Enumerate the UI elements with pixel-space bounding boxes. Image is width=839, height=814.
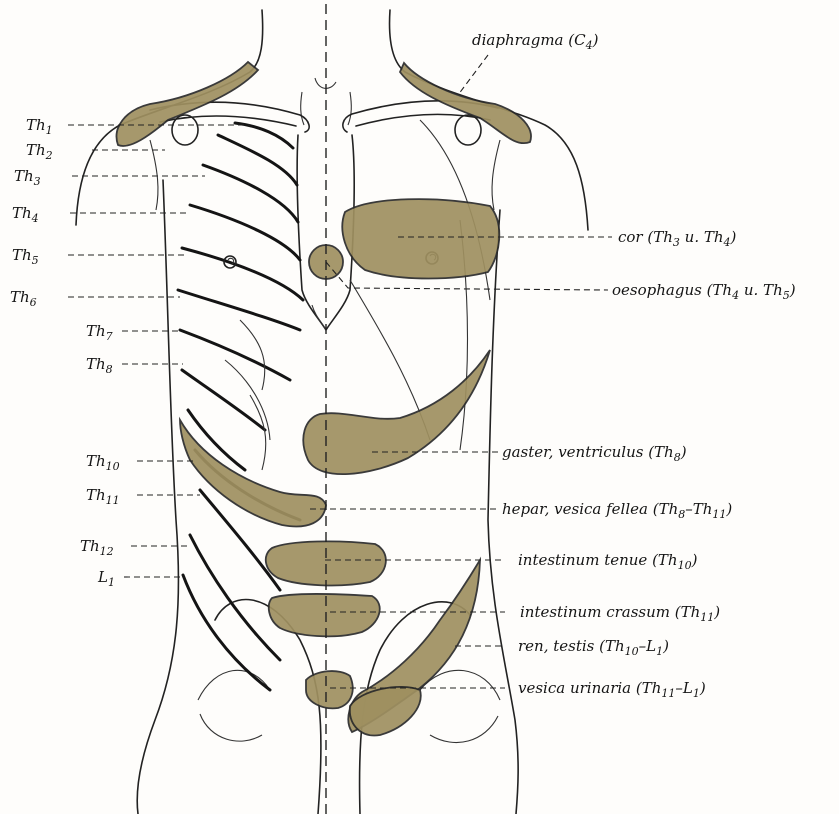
left-labels: Th1 Th2 Th3 Th4 Th5 Th6 Th7 Th8 Th10 Th1… [10,116,120,589]
label-th8: Th8 [86,355,113,376]
label-vesica-urinaria: vesica urinaria (Th11–L1) [518,679,706,700]
label-th5: Th5 [12,246,39,267]
label-th10: Th10 [86,452,120,473]
label-intestinum-tenue: intestinum tenue (Th10) [518,551,698,572]
label-th11: Th11 [86,486,120,507]
label-th3: Th3 [14,167,41,188]
zone-gaster [303,350,490,474]
label-cor: cor (Th3 u. Th4) [618,228,737,249]
zone-vesica [306,671,353,708]
zones [117,62,531,735]
label-intestinum-crassum: intestinum crassum (Th11) [520,603,720,624]
zone-cor [342,199,499,278]
clavicles [150,101,500,210]
label-th7: Th7 [86,322,113,343]
label-ren-testis: ren, testis (Th10–L1) [518,637,669,658]
label-th4: Th4 [12,204,39,225]
zone-diaphragma-right [400,63,531,143]
zone-intestinum-tenue [266,541,386,585]
label-th1: Th1 [26,116,53,137]
zone-diaphragma-left [117,62,258,146]
zone-intestinum-crassum [269,594,380,636]
label-th2: Th2 [26,141,53,162]
label-l1: L1 [97,568,115,589]
label-th6: Th6 [10,288,37,309]
left-leaders [68,125,250,577]
label-th12: Th12 [80,537,114,558]
label-hepar: hepar, vesica fellea (Th8–Th11) [502,500,732,521]
label-oesophagus: oesophagus (Th4 u. Th5) [612,281,796,302]
label-diaphragma: diaphragma (C4) [472,31,599,52]
label-gaster: gaster, ventriculus (Th8) [502,443,687,464]
